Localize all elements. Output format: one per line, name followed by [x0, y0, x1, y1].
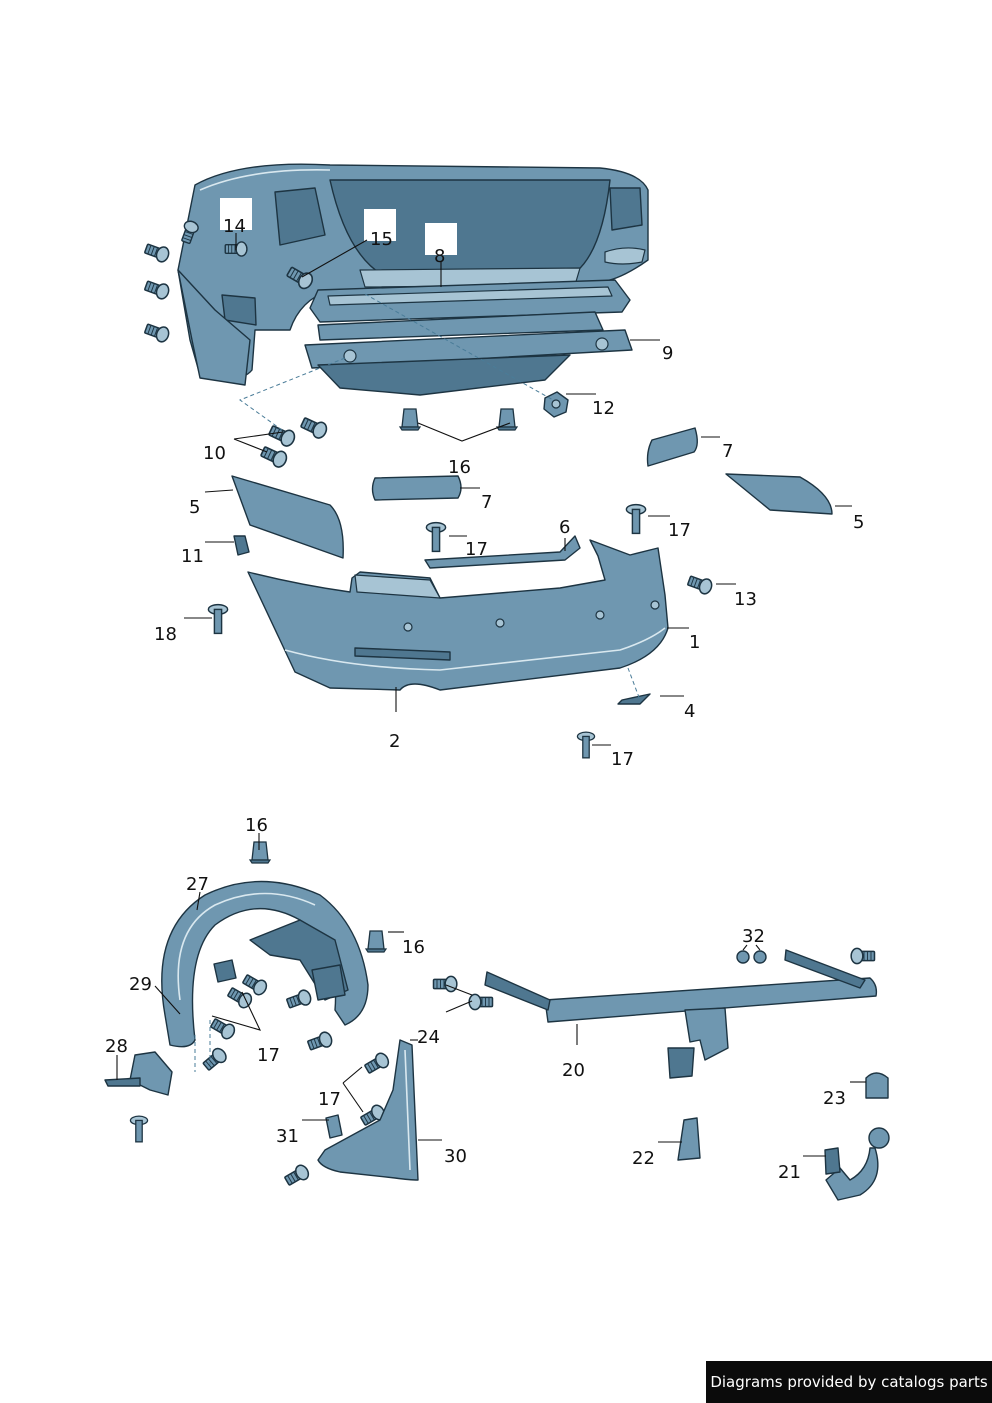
callout-20: 20	[562, 1060, 585, 1081]
reflector-right	[725, 473, 833, 515]
nut-icon	[543, 391, 569, 418]
callout-14: 14	[223, 216, 246, 237]
wheel-housing-liner	[161, 880, 369, 1048]
callout-16: 16	[245, 815, 268, 836]
callout-numbers: 1 2 4 5 5 6 7 7 8 9 10 11 12 13 14 15 16…	[105, 216, 864, 1183]
frame-labels	[220, 198, 457, 255]
plug-caps	[736, 950, 767, 964]
bumper-trim-strip	[424, 535, 581, 569]
callout-17: 17	[668, 520, 691, 541]
callout-1: 1	[689, 632, 700, 653]
callout-32: 32	[742, 926, 765, 947]
stud-icon	[129, 1115, 149, 1143]
credit-banner: Diagrams provided by catalogs parts	[706, 1361, 992, 1403]
callout-11: 11	[181, 546, 204, 567]
callout-17: 17	[318, 1089, 341, 1110]
bumper-carrier	[309, 279, 631, 341]
stud-icon	[207, 603, 229, 635]
mud-flap	[317, 1039, 419, 1181]
clip-icon	[249, 841, 271, 864]
tow-ball	[824, 1127, 890, 1201]
bumper-cover	[247, 539, 669, 691]
callout-15: 15	[370, 229, 393, 250]
impact-absorber	[304, 329, 633, 396]
callout-8: 8	[434, 246, 445, 267]
callout-17: 17	[257, 1045, 280, 1066]
callout-2: 2	[389, 731, 400, 752]
towing-crossmember	[484, 949, 878, 1079]
mounting-bracket-left	[233, 535, 250, 556]
callout-17: 17	[611, 749, 634, 770]
callout-12: 12	[592, 398, 615, 419]
vehicle-rear-body	[177, 163, 649, 386]
callout-30: 30	[444, 1146, 467, 1167]
callout-7: 7	[481, 492, 492, 513]
callout-17: 17	[465, 539, 488, 560]
clip-31	[325, 1114, 343, 1139]
trim-strip-right	[646, 427, 698, 467]
dashed-guides	[194, 1020, 211, 1072]
callout-21: 21	[778, 1162, 801, 1183]
callout-16: 16	[402, 937, 425, 958]
callout-18: 18	[154, 624, 177, 645]
ball-cap	[865, 1072, 889, 1099]
callout-7: 7	[722, 441, 733, 462]
dashed-guides	[238, 293, 641, 701]
callout-5: 5	[853, 512, 864, 533]
callout-24: 24	[417, 1027, 440, 1048]
callout-9: 9	[662, 343, 673, 364]
small-clip-4	[617, 693, 651, 705]
callout-10: 10	[203, 443, 226, 464]
callout-22: 22	[632, 1148, 655, 1169]
clip-icon	[365, 930, 387, 953]
callout-4: 4	[684, 701, 695, 722]
callout-5: 5	[189, 497, 200, 518]
callout-29: 29	[129, 974, 152, 995]
callout-31: 31	[276, 1126, 299, 1147]
bracket-28	[104, 1051, 173, 1096]
callout-28: 28	[105, 1036, 128, 1057]
leader-lines	[116, 233, 866, 1157]
callout-13: 13	[734, 589, 757, 610]
callout-16: 16	[448, 457, 471, 478]
socket-bracket	[677, 1117, 701, 1161]
stud-icon	[425, 521, 447, 553]
callout-6: 6	[559, 517, 570, 538]
stud-icon	[625, 503, 647, 535]
reflector-left	[231, 475, 344, 559]
trim-strip-center	[371, 475, 462, 501]
callout-23: 23	[823, 1088, 846, 1109]
callout-27: 27	[186, 874, 209, 895]
